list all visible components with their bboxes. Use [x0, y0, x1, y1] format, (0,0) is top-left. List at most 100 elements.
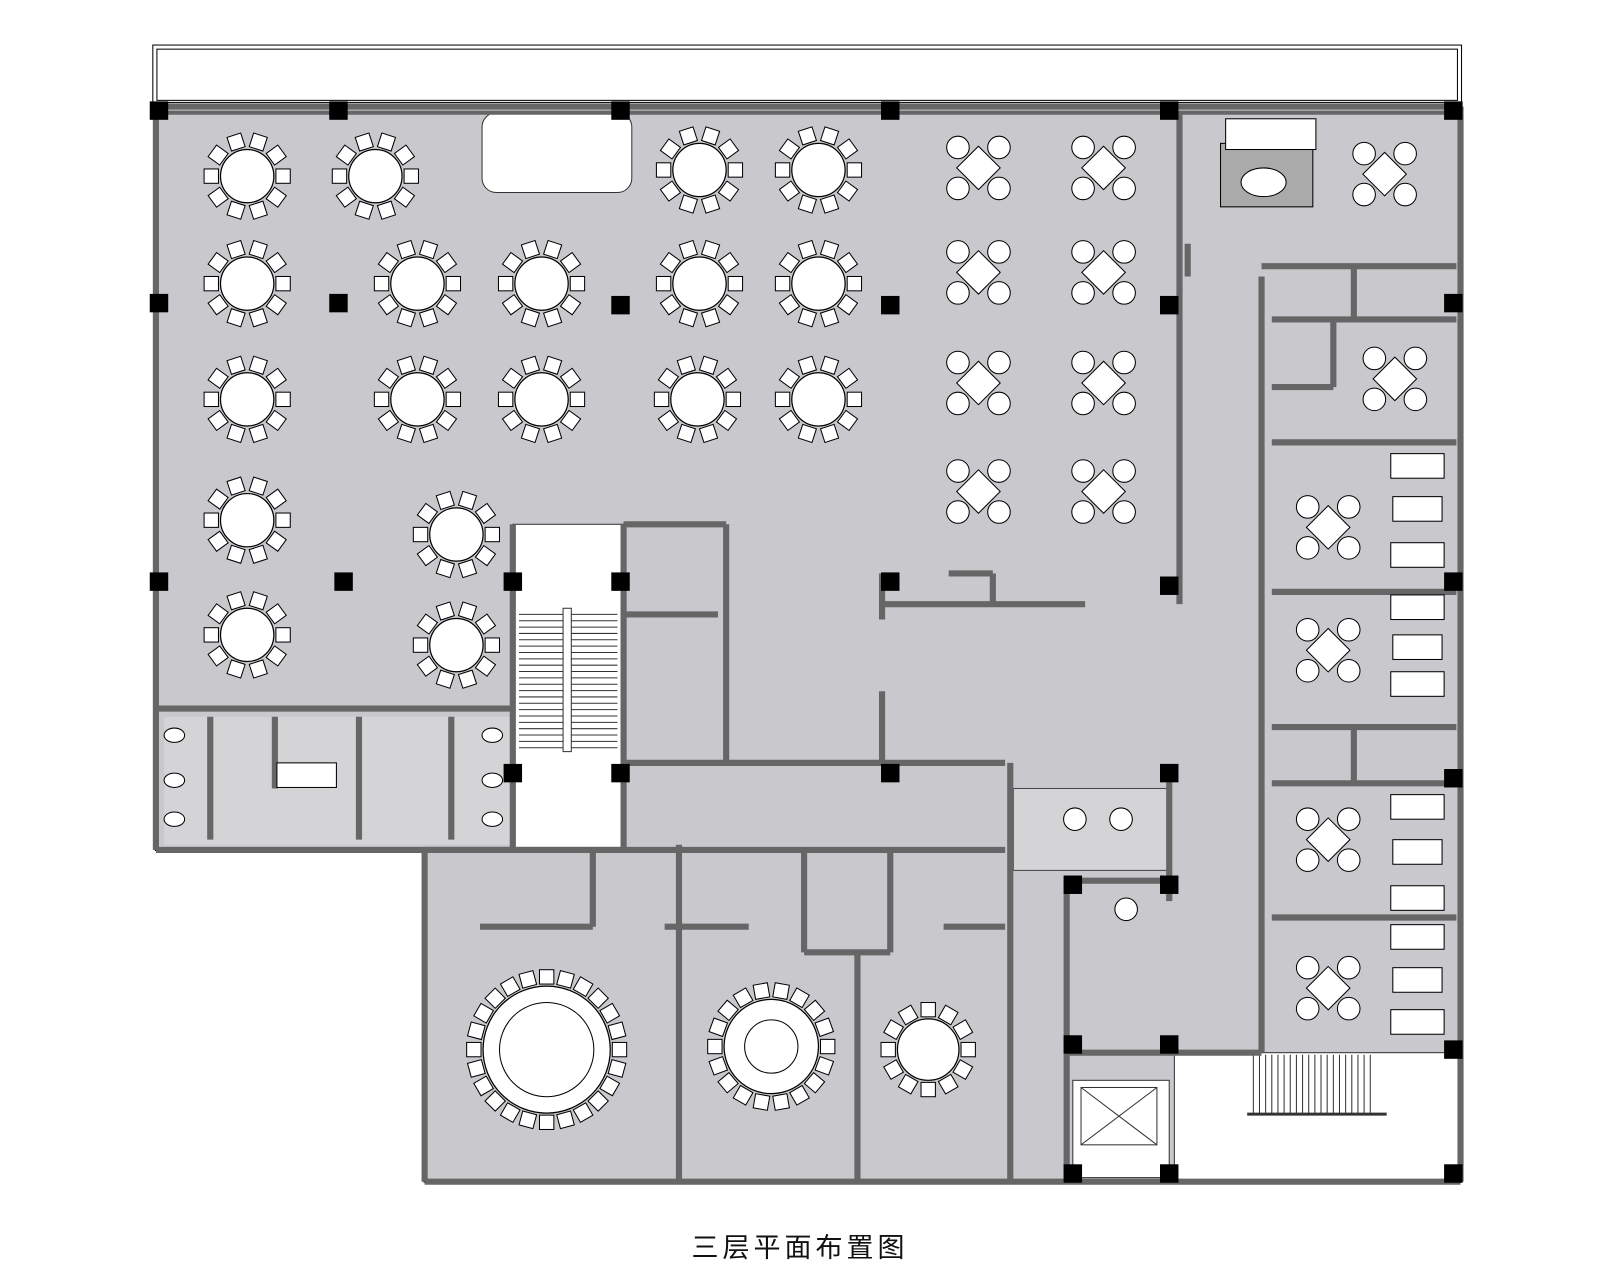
chair	[1295, 658, 1320, 683]
round-table	[672, 142, 727, 198]
four-seat-table	[1081, 249, 1127, 295]
chair	[226, 308, 246, 328]
chair	[207, 186, 229, 208]
square-table	[1362, 151, 1408, 197]
chair	[518, 1110, 538, 1130]
structural-column	[1063, 1164, 1083, 1183]
chair	[778, 138, 801, 160]
chair	[403, 168, 419, 184]
chair	[797, 194, 818, 214]
chair	[653, 391, 670, 408]
chair	[727, 275, 744, 292]
chair	[788, 987, 810, 1009]
round-table	[219, 148, 275, 204]
chair	[1071, 459, 1095, 483]
chair	[846, 162, 863, 178]
furniture	[163, 118, 1445, 1130]
coffee-table	[1240, 167, 1287, 198]
structural-column	[881, 572, 900, 591]
chair	[880, 1041, 896, 1058]
chair	[354, 200, 374, 220]
chair	[655, 162, 672, 178]
chair	[265, 645, 287, 667]
chair	[1071, 500, 1095, 524]
chair	[275, 168, 291, 184]
chair	[248, 132, 268, 152]
chair	[265, 144, 287, 166]
chair	[474, 613, 497, 635]
chair	[501, 409, 524, 432]
chair	[1295, 807, 1320, 831]
structural-column	[1444, 1164, 1463, 1183]
structural-column	[611, 763, 630, 783]
chair	[484, 987, 507, 1010]
chair	[774, 162, 791, 178]
chair	[708, 1055, 729, 1076]
chair	[248, 308, 268, 328]
chair	[1393, 141, 1417, 166]
chair	[952, 1019, 974, 1041]
round-table	[219, 492, 275, 548]
chair	[520, 308, 541, 328]
chair	[700, 239, 721, 260]
chair	[484, 526, 500, 543]
chair	[538, 969, 555, 985]
chair	[520, 355, 541, 375]
chair	[797, 126, 818, 146]
chair	[1295, 848, 1320, 872]
chair	[354, 132, 374, 152]
chair	[1336, 955, 1361, 980]
chair	[836, 138, 859, 160]
chair	[1336, 536, 1361, 560]
sofa	[1390, 794, 1445, 820]
round-table	[348, 148, 403, 204]
chair	[393, 144, 416, 166]
chair	[542, 308, 563, 328]
chair	[207, 488, 229, 510]
chair	[207, 251, 229, 274]
chair	[819, 194, 840, 214]
toilet	[163, 811, 186, 827]
chair	[457, 669, 478, 689]
chair	[778, 293, 801, 316]
round-table	[429, 507, 484, 562]
structural-column	[1160, 101, 1179, 120]
round-table	[791, 372, 846, 427]
chair	[265, 603, 287, 625]
chair	[412, 526, 429, 543]
chair	[772, 982, 790, 1000]
chair	[226, 659, 246, 679]
chair	[707, 1038, 723, 1055]
chair	[987, 281, 1011, 305]
chair	[920, 1001, 936, 1018]
chair	[559, 367, 582, 390]
chair	[778, 251, 801, 274]
structural-column	[149, 293, 169, 313]
chair	[797, 423, 818, 444]
chair	[778, 409, 801, 432]
chair	[1112, 240, 1136, 264]
structural-column	[1160, 576, 1179, 595]
chair	[457, 558, 478, 579]
chair	[275, 512, 291, 528]
drawing-title: 三层平面布置图	[691, 1233, 909, 1264]
chair	[207, 293, 229, 316]
chair	[797, 239, 818, 260]
chair	[248, 239, 268, 260]
chair	[1112, 350, 1136, 375]
chair	[836, 180, 859, 202]
chair	[457, 490, 478, 511]
chair	[814, 1055, 835, 1076]
structural-column	[1444, 101, 1463, 120]
four-seat-table	[1081, 360, 1127, 406]
chair	[803, 999, 826, 1022]
chair	[207, 409, 229, 432]
chair	[418, 308, 439, 328]
chair	[203, 168, 219, 184]
four-seat-table	[955, 145, 1001, 191]
structural-column	[881, 101, 900, 120]
four-seat-table	[1081, 469, 1127, 514]
chair	[226, 544, 246, 564]
banquet-table-large	[482, 985, 611, 1114]
chair	[559, 409, 582, 432]
